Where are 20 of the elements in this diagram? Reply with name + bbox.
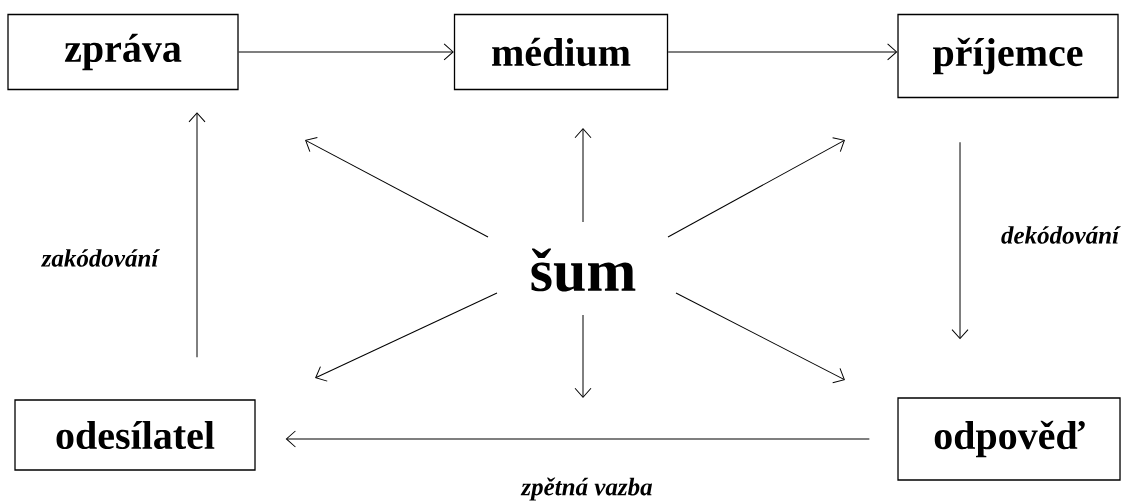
arrow <box>667 137 845 238</box>
arrow <box>188 112 206 358</box>
arrow <box>238 43 454 61</box>
arrow <box>675 292 845 384</box>
text-box: odpověď <box>897 397 1121 481</box>
arrow <box>951 141 969 340</box>
text-box: příjemce <box>897 13 1119 99</box>
arrow <box>574 314 592 398</box>
arrow <box>305 137 489 238</box>
edge-label: dekódování <box>999 224 1122 246</box>
edge-label: zpětná vazba <box>519 475 655 501</box>
noise-label: šum <box>531 248 636 292</box>
text-box: zpráva <box>7 13 239 91</box>
text-box: odesílatel <box>14 399 256 471</box>
text-box: médium <box>453 13 669 91</box>
arrow <box>285 430 870 448</box>
edge-label: zakódování <box>39 247 161 269</box>
arrow <box>667 43 898 61</box>
arrow <box>574 128 592 223</box>
arrow <box>315 292 498 382</box>
